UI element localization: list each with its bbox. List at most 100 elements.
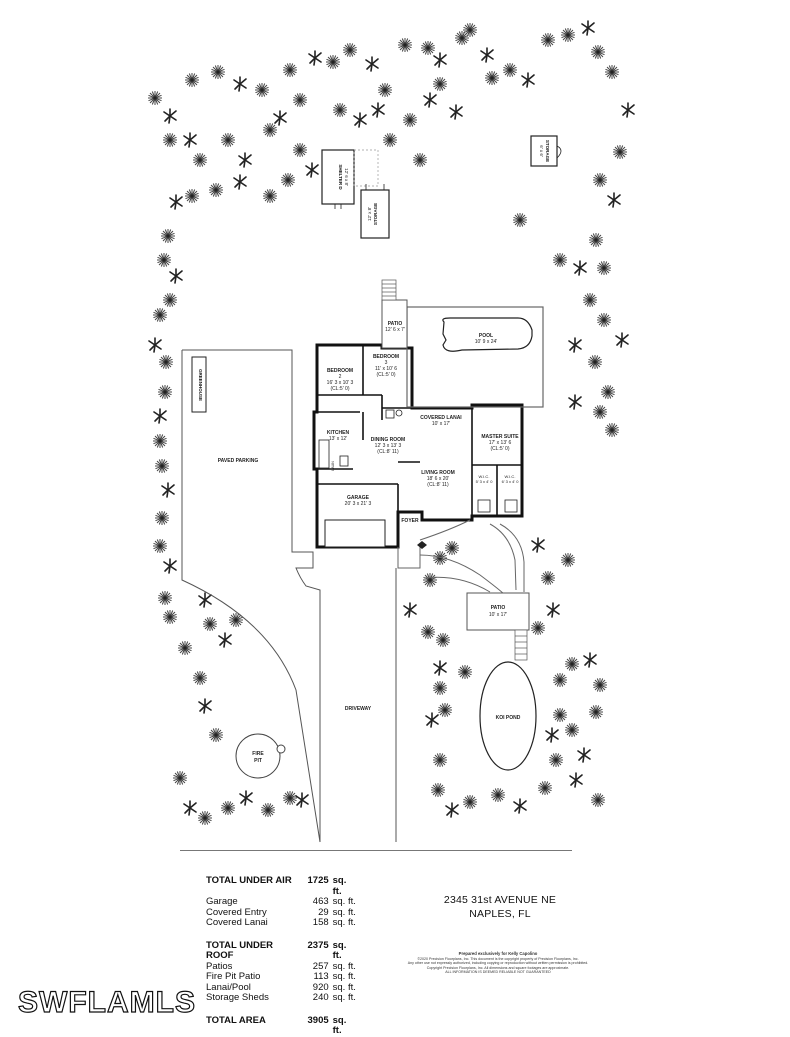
palm-tree-icon — [445, 802, 459, 818]
tree-icon — [158, 354, 174, 370]
tree-icon — [462, 794, 478, 810]
tree-icon — [184, 72, 200, 88]
label-wic2: W.I.C. — [505, 474, 516, 479]
garage-door — [324, 519, 386, 548]
label-laundry: LAUN — [331, 461, 335, 471]
label-pool: POOL — [479, 333, 493, 339]
label-master: MASTER SUITE — [481, 434, 519, 440]
label-fire: FIRE — [252, 751, 264, 757]
tree-icon — [435, 632, 451, 648]
area-label: Storage Sheds — [206, 992, 269, 1003]
tree-icon — [397, 37, 413, 53]
property-address: 2345 31st AVENUE NE NAPLES, FL — [420, 893, 580, 921]
row-under-roof: TOTAL UNDER ROOF 2375 sq. ft. — [206, 940, 356, 962]
tree-icon — [530, 620, 546, 636]
tree-icon — [162, 292, 178, 308]
label-kitchen-dims: 13' x 12' — [329, 436, 347, 442]
label-wic2-dims: 6' 3 x 4' 0 — [502, 479, 520, 484]
palm-tree-icon — [573, 260, 587, 276]
credit-line3: Copyright Precision Floorplans, Inc. All… — [426, 965, 570, 970]
tree-icon — [548, 752, 564, 768]
divider-line — [180, 850, 572, 851]
palm-tree-icon — [183, 800, 197, 816]
tree-icon — [596, 312, 612, 328]
tree-icon — [560, 552, 576, 568]
area-unit: sq. ft. — [332, 896, 356, 907]
tree-icon — [325, 54, 341, 70]
tree-icon — [402, 112, 418, 128]
area-label: Patios — [206, 960, 233, 972]
stairs-right — [514, 629, 528, 661]
row-storage-sheds: Storage Sheds 240 sq. ft. — [206, 992, 356, 1004]
palm-tree-icon — [423, 92, 437, 108]
label-foyer: FOYER — [401, 518, 419, 524]
area-value: 3905 — [307, 1014, 329, 1026]
palm-tree-icon — [233, 174, 247, 190]
label-shed3: STORAGE — [545, 140, 550, 162]
tree-icon — [412, 152, 428, 168]
fixtures — [318, 409, 518, 513]
label-patio-top: PATIO — [388, 321, 403, 327]
watermark-logo: SWFLAMLS — [17, 985, 196, 1019]
palm-tree-icon — [480, 47, 494, 63]
tree-icon — [588, 232, 604, 248]
label-shed1: SHELTER D — [338, 164, 343, 190]
palm-tree-icon — [568, 337, 582, 353]
label-dining: DINING ROOM — [371, 437, 405, 443]
tree-icon — [457, 664, 473, 680]
address-line2: NAPLES, FL — [469, 908, 531, 920]
tree-icon — [154, 510, 170, 526]
tree-icon — [590, 44, 606, 60]
tree-icon — [484, 70, 500, 86]
palm-tree-icon — [607, 192, 621, 208]
palm-tree-icon — [521, 72, 535, 88]
row-total-area: TOTAL AREA 3905 sq. ft. — [206, 1014, 356, 1037]
area-unit: sq. ft. — [332, 875, 347, 897]
area-unit: sq. ft. — [332, 960, 356, 972]
area-unit: sq. ft. — [332, 906, 356, 918]
palm-tree-icon — [308, 50, 322, 66]
tree-icon — [540, 32, 556, 48]
area-unit: sq. ft. — [332, 917, 356, 928]
entry-marker — [417, 541, 427, 549]
tree-icon — [592, 404, 608, 420]
tree-icon — [262, 188, 278, 204]
palm-tree-icon — [198, 698, 212, 714]
tree-icon — [262, 122, 278, 138]
tree-icon — [208, 182, 224, 198]
palm-tree-icon — [218, 632, 232, 648]
row-covered-lanai: Covered Lanai 158 sq. ft. — [206, 917, 356, 929]
labels: BEDROOM 2 16' 3 x 10' 3 (CL:5' 0) BEDROO… — [198, 140, 550, 764]
area-unit: sq. ft. — [332, 971, 356, 982]
label-patio-top-dims: 12' 6 x 7' — [385, 327, 405, 333]
label-bedroom3-dims: 11' x 10' 6 — [375, 366, 397, 372]
tree-icon — [592, 677, 608, 693]
tree-icon — [420, 40, 436, 56]
palm-tree-icon — [425, 712, 439, 728]
tree-icon — [157, 384, 173, 400]
tree-icon — [490, 787, 506, 803]
row-under-air: TOTAL UNDER AIR 1725 sq. ft. — [206, 875, 356, 897]
palm-tree-icon — [183, 132, 197, 148]
palm-tree-icon — [583, 652, 597, 668]
fire-pit — [235, 733, 286, 779]
label-bedroom2-dims: 16' 3 x 10' 3 — [327, 380, 354, 386]
label-covered-lanai-dims: 10' x 17' — [432, 421, 450, 427]
label-wic1-dims: 5' 3 x 4' 0 — [476, 479, 494, 484]
tree-icon — [612, 144, 628, 160]
area-unit: sq. ft. — [332, 981, 356, 993]
pool-enclosure — [406, 306, 544, 408]
tree-icon — [552, 252, 568, 268]
tree-icon — [197, 810, 213, 826]
tree-icon — [162, 132, 178, 148]
palm-tree-icon — [163, 558, 177, 574]
tree-icon — [588, 704, 604, 720]
label-master-dims: 17' x 13' 6 — [489, 440, 512, 446]
tree-icon — [596, 260, 612, 276]
tree-icon — [202, 616, 218, 632]
tree-icon — [552, 672, 568, 688]
house-walls — [312, 343, 524, 549]
palm-tree-icon — [153, 408, 167, 424]
area-unit: sq. ft. — [332, 1014, 347, 1036]
palm-tree-icon — [569, 772, 583, 788]
